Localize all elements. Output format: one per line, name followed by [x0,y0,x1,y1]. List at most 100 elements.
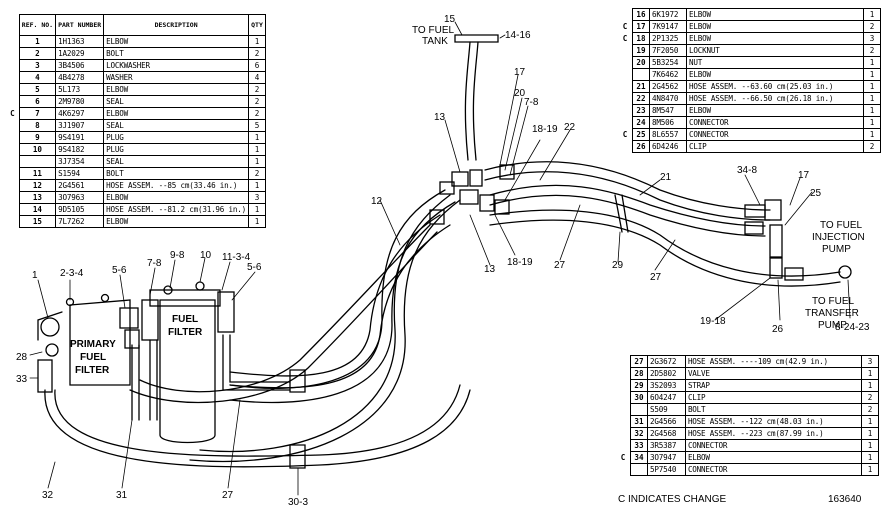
callout: 26 [772,324,784,335]
label-fuel-filter-1: FUEL [172,314,198,325]
description: LOCKNUT [686,44,864,57]
quantity: 1 [248,155,266,168]
callout: 29 [612,260,624,271]
part-number: 4K6297 [55,107,105,120]
figure-number: 163640 [828,494,862,505]
quantity: 1 [248,215,266,228]
ref-no: 6 [18,95,57,108]
fuel-filter-body [131,281,291,444]
ref-no: 8 [18,119,57,132]
label-injection-pump-2: INJECTION [812,232,865,243]
ref-no: 17 [632,20,650,33]
description: ELBOW [686,8,864,21]
description: HOSE ASSEM. --85 cm(33.46 in.) [103,179,250,192]
callout: 7-8 [147,258,162,269]
callout: 19-18 [700,316,726,327]
ref-no: 32 [630,427,648,440]
change-marker: C [622,33,628,43]
callout: 2-3-4 [60,268,84,279]
part-number: 5P7540 [647,463,686,476]
change-marker [6,144,19,156]
quantity: 6 [248,59,266,72]
callout: 11-3-4 [222,252,251,263]
description: CLIP [684,391,863,404]
ref-no [18,155,57,168]
description: ELBOW [686,104,864,117]
quantity: 1 [248,131,266,144]
hose-loops-main [129,189,461,463]
change-marker [618,81,633,93]
quantity: 1 [248,143,266,156]
ref-no: 27 [630,355,648,368]
change-marker [616,440,631,452]
quantity: 2 [248,107,266,120]
description: ELBOW [103,83,250,96]
label-transfer-pump-3: PUMP [818,320,847,331]
part-number: 3O7947 [647,451,686,464]
ref-no: 13 [18,191,57,204]
change-marker [616,380,631,392]
callout: 5-6 [112,265,127,276]
label-primary-fuel-filter-2: FUEL [80,352,106,363]
strap-29 [614,194,629,233]
quantity: 2 [248,95,266,108]
change-marker [616,368,631,380]
label-to-fuel-tank-1: TO FUEL [412,25,454,36]
callout: 20 [514,88,526,99]
description: ELBOW [103,107,250,120]
description: BOLT [103,47,250,60]
quantity: 1 [863,128,881,141]
ref-no: 1 [18,35,57,48]
ref-no: 2 [18,47,57,60]
change-marker [6,72,19,84]
part-number: 7L7262 [55,215,105,228]
description: CONNECTOR [684,439,863,452]
part-number: 3S2093 [647,379,686,392]
change-marker [6,60,19,72]
description: CONNECTOR [686,128,864,141]
quantity: 1 [863,56,881,69]
label-fuel-filter-2: FILTER [168,327,203,338]
ref-no: 28 [630,367,648,380]
quantity: 1 [863,68,881,81]
label-injection-pump-1: TO FUEL [820,220,862,231]
part-number: 6O4247 [647,391,686,404]
quantity: 1 [863,104,881,117]
quantity: 2 [863,140,881,153]
description: HOSE ASSEM. --81.2 cm(31.96 in.) [103,203,250,216]
leader-lines [29,21,851,496]
hose-21-22 [484,161,771,237]
part-number: 4N8470 [648,92,688,105]
description: HOSE ASSEM. --223 cm(87.99 in.) [684,427,863,440]
change-marker [6,120,19,132]
quantity: 2 [861,391,879,404]
callout: 27 [650,272,662,283]
description: CLIP [686,140,864,153]
part-number: 1A2029 [55,47,105,60]
quantity: 2 [248,83,266,96]
callout: 9-8 [170,250,185,261]
change-marker [618,93,633,105]
description-header: DESCRIPTION [103,14,250,36]
change-marker [6,36,19,48]
ref-no: 18 [632,32,650,45]
quantity: 1 [861,427,879,440]
part-number: 3R5387 [647,439,686,452]
part-number: 2D5802 [647,367,686,380]
callout: 22 [564,122,576,133]
